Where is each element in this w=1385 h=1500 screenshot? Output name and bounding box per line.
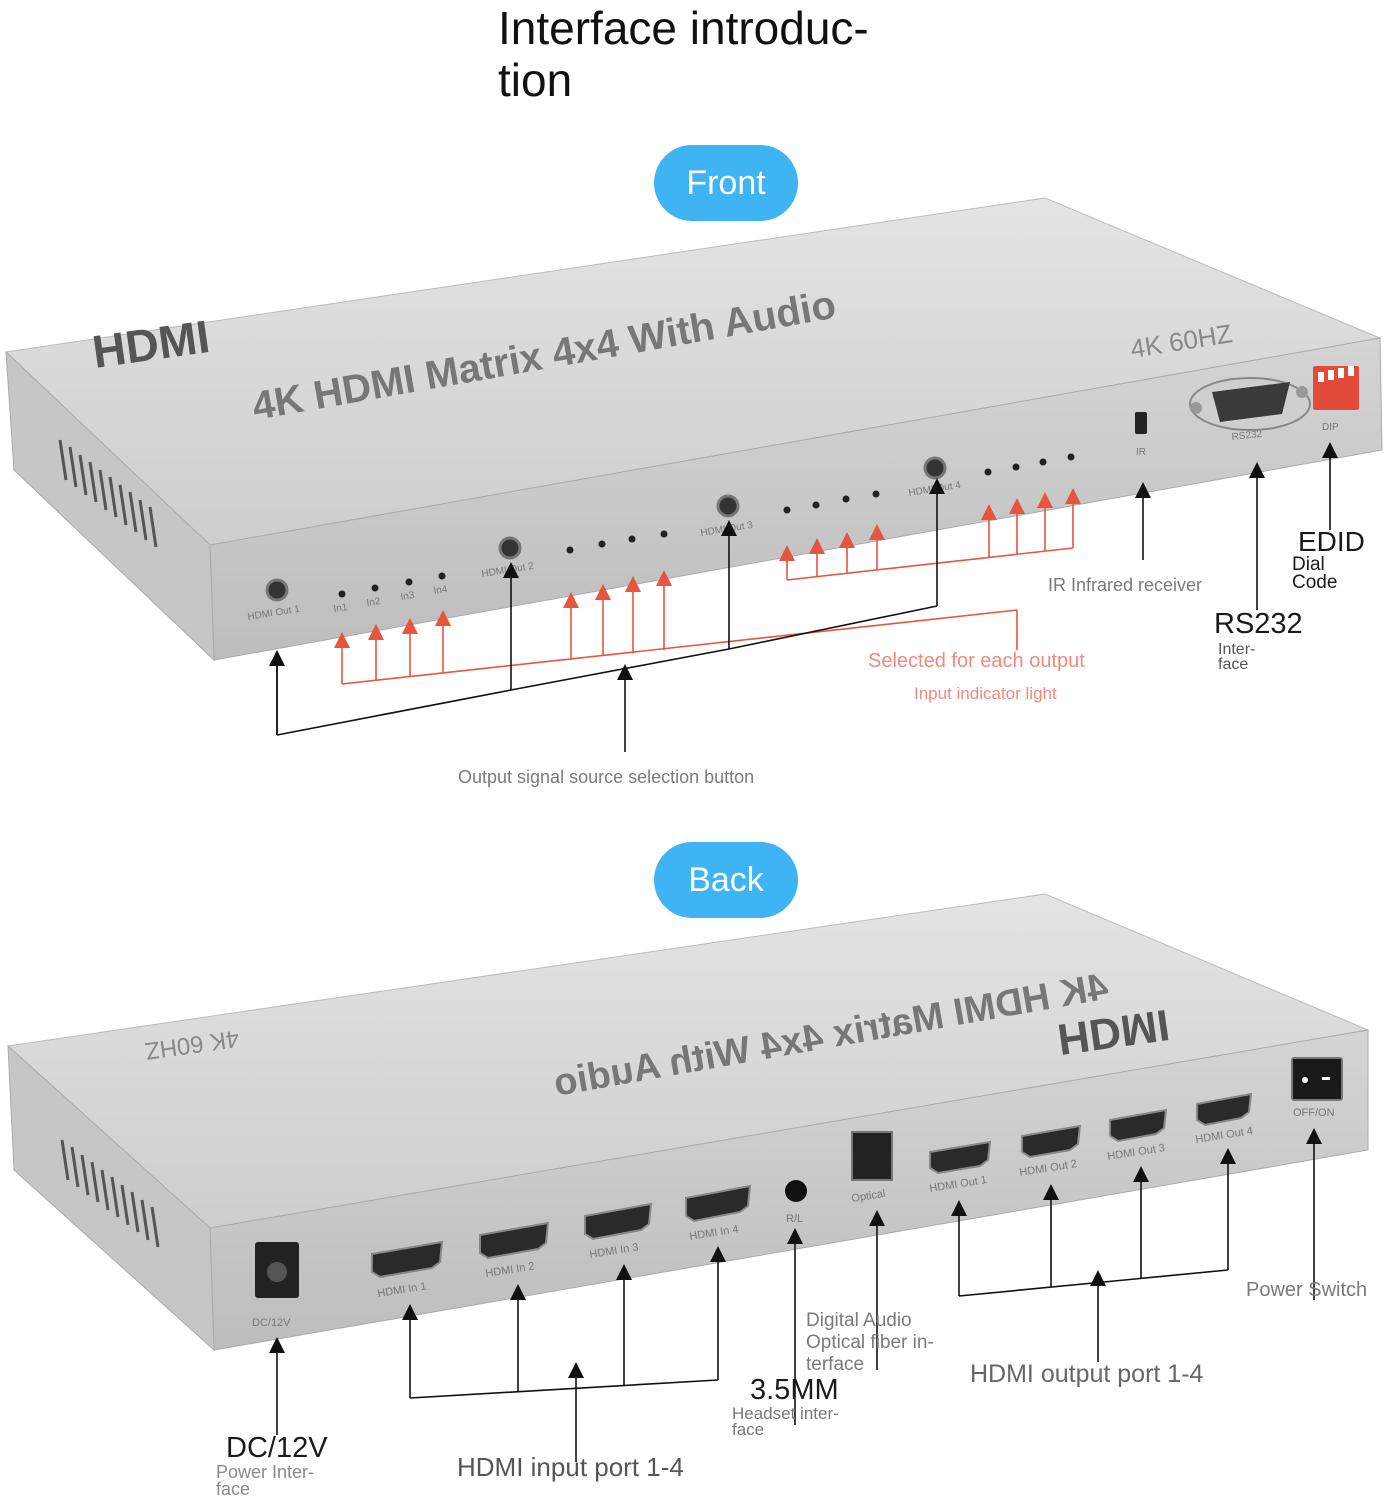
back-label-in1: HDMI In 1 xyxy=(377,1280,428,1300)
back-resolution: 4K 60HZ xyxy=(143,1024,241,1064)
back-optical-port xyxy=(851,1131,893,1181)
back-hdmi-out-ports xyxy=(929,1092,1253,1175)
back-top-surface xyxy=(6,893,1370,1229)
front-rs232-port xyxy=(1189,377,1311,431)
back-badge: Back xyxy=(654,842,798,918)
back-device-title: 4K HDMI Matrix 4x4 With Audio xyxy=(551,966,1112,1105)
front-label-in1: In1 xyxy=(333,602,349,615)
back-label-out3: HDMI Out 3 xyxy=(1107,1142,1166,1163)
back-label-rl: R/L xyxy=(786,1213,803,1225)
back-side-vents xyxy=(60,1139,160,1248)
output-button-label: Output signal source selection button xyxy=(458,767,755,787)
hdmi-output-label: HDMI output port 1-4 xyxy=(970,1360,1204,1388)
front-button-arrows xyxy=(269,442,1338,752)
rs232-title: RS232 xyxy=(1214,608,1303,640)
front-out-buttons xyxy=(265,456,947,602)
dc-sub: Power Inter- face xyxy=(216,1462,315,1499)
back-label-out4: HDMI Out 4 xyxy=(1195,1125,1254,1146)
headset-title: 3.5MM xyxy=(750,1374,839,1406)
front-label-dip: DIP xyxy=(1322,422,1339,433)
back-label-out2: HDMI Out 2 xyxy=(1019,1158,1078,1179)
dc-title: DC/12V xyxy=(226,1432,328,1464)
back-side-face xyxy=(7,1044,215,1352)
page-title: Interface introduc- tion xyxy=(498,2,869,106)
back-face xyxy=(209,1029,1369,1351)
rs232-sub: Inter- face xyxy=(1218,641,1256,673)
back-label-dc: DC/12V xyxy=(252,1317,291,1329)
edid-sub: Dial Code xyxy=(1292,554,1338,593)
front-badge: Front xyxy=(654,145,798,221)
edid-title: EDID xyxy=(1298,526,1365,557)
back-label-in2: HDMI In 2 xyxy=(485,1260,536,1280)
front-indicator-arrows xyxy=(334,488,1081,685)
hdmi-input-label: HDMI input port 1-4 xyxy=(457,1452,684,1482)
front-label-rs232: RS232 xyxy=(1231,429,1263,443)
back-hdmi-logo: HDMI xyxy=(1054,1000,1172,1064)
front-label-ir: IR xyxy=(1136,447,1146,458)
front-side-face xyxy=(5,350,215,662)
front-ir-window xyxy=(1135,412,1147,434)
back-hdmi-in-ports xyxy=(371,1184,752,1279)
back-audio-jack xyxy=(785,1180,807,1202)
front-dip-switch xyxy=(1313,366,1359,410)
front-label-in3: In3 xyxy=(400,590,416,603)
front-label-in4: In4 xyxy=(433,584,449,597)
back-label-in4: HDMI In 4 xyxy=(689,1223,740,1243)
power-switch-label: Power Switch xyxy=(1246,1279,1368,1301)
ir-receiver-label: IR Infrared receiver xyxy=(1048,575,1203,595)
back-label-out1: HDMI Out 1 xyxy=(929,1174,988,1195)
back-dc-jack xyxy=(255,1242,299,1298)
headset-sub: Headset inter- face xyxy=(732,1404,839,1439)
indicator-light-label: Input indicator light xyxy=(914,684,1057,703)
front-side-vents xyxy=(58,439,158,548)
front-label-in2: In2 xyxy=(366,596,382,609)
digital-audio-label: Digital Audio Optical fiber in- terface xyxy=(806,1310,934,1375)
front-input-leds xyxy=(338,453,1075,598)
back-label-optical: Optical xyxy=(851,1188,887,1205)
back-label-power: OFF/ON xyxy=(1293,1107,1335,1119)
back-power-switch xyxy=(1291,1057,1343,1101)
front-device-diagram: HDMI 4K HDMI Matrix 4x4 With Audio 4K 60… xyxy=(4,197,1383,752)
back-label-in3: HDMI In 3 xyxy=(589,1241,640,1261)
selected-output-label: Selected for each output xyxy=(868,650,1085,672)
